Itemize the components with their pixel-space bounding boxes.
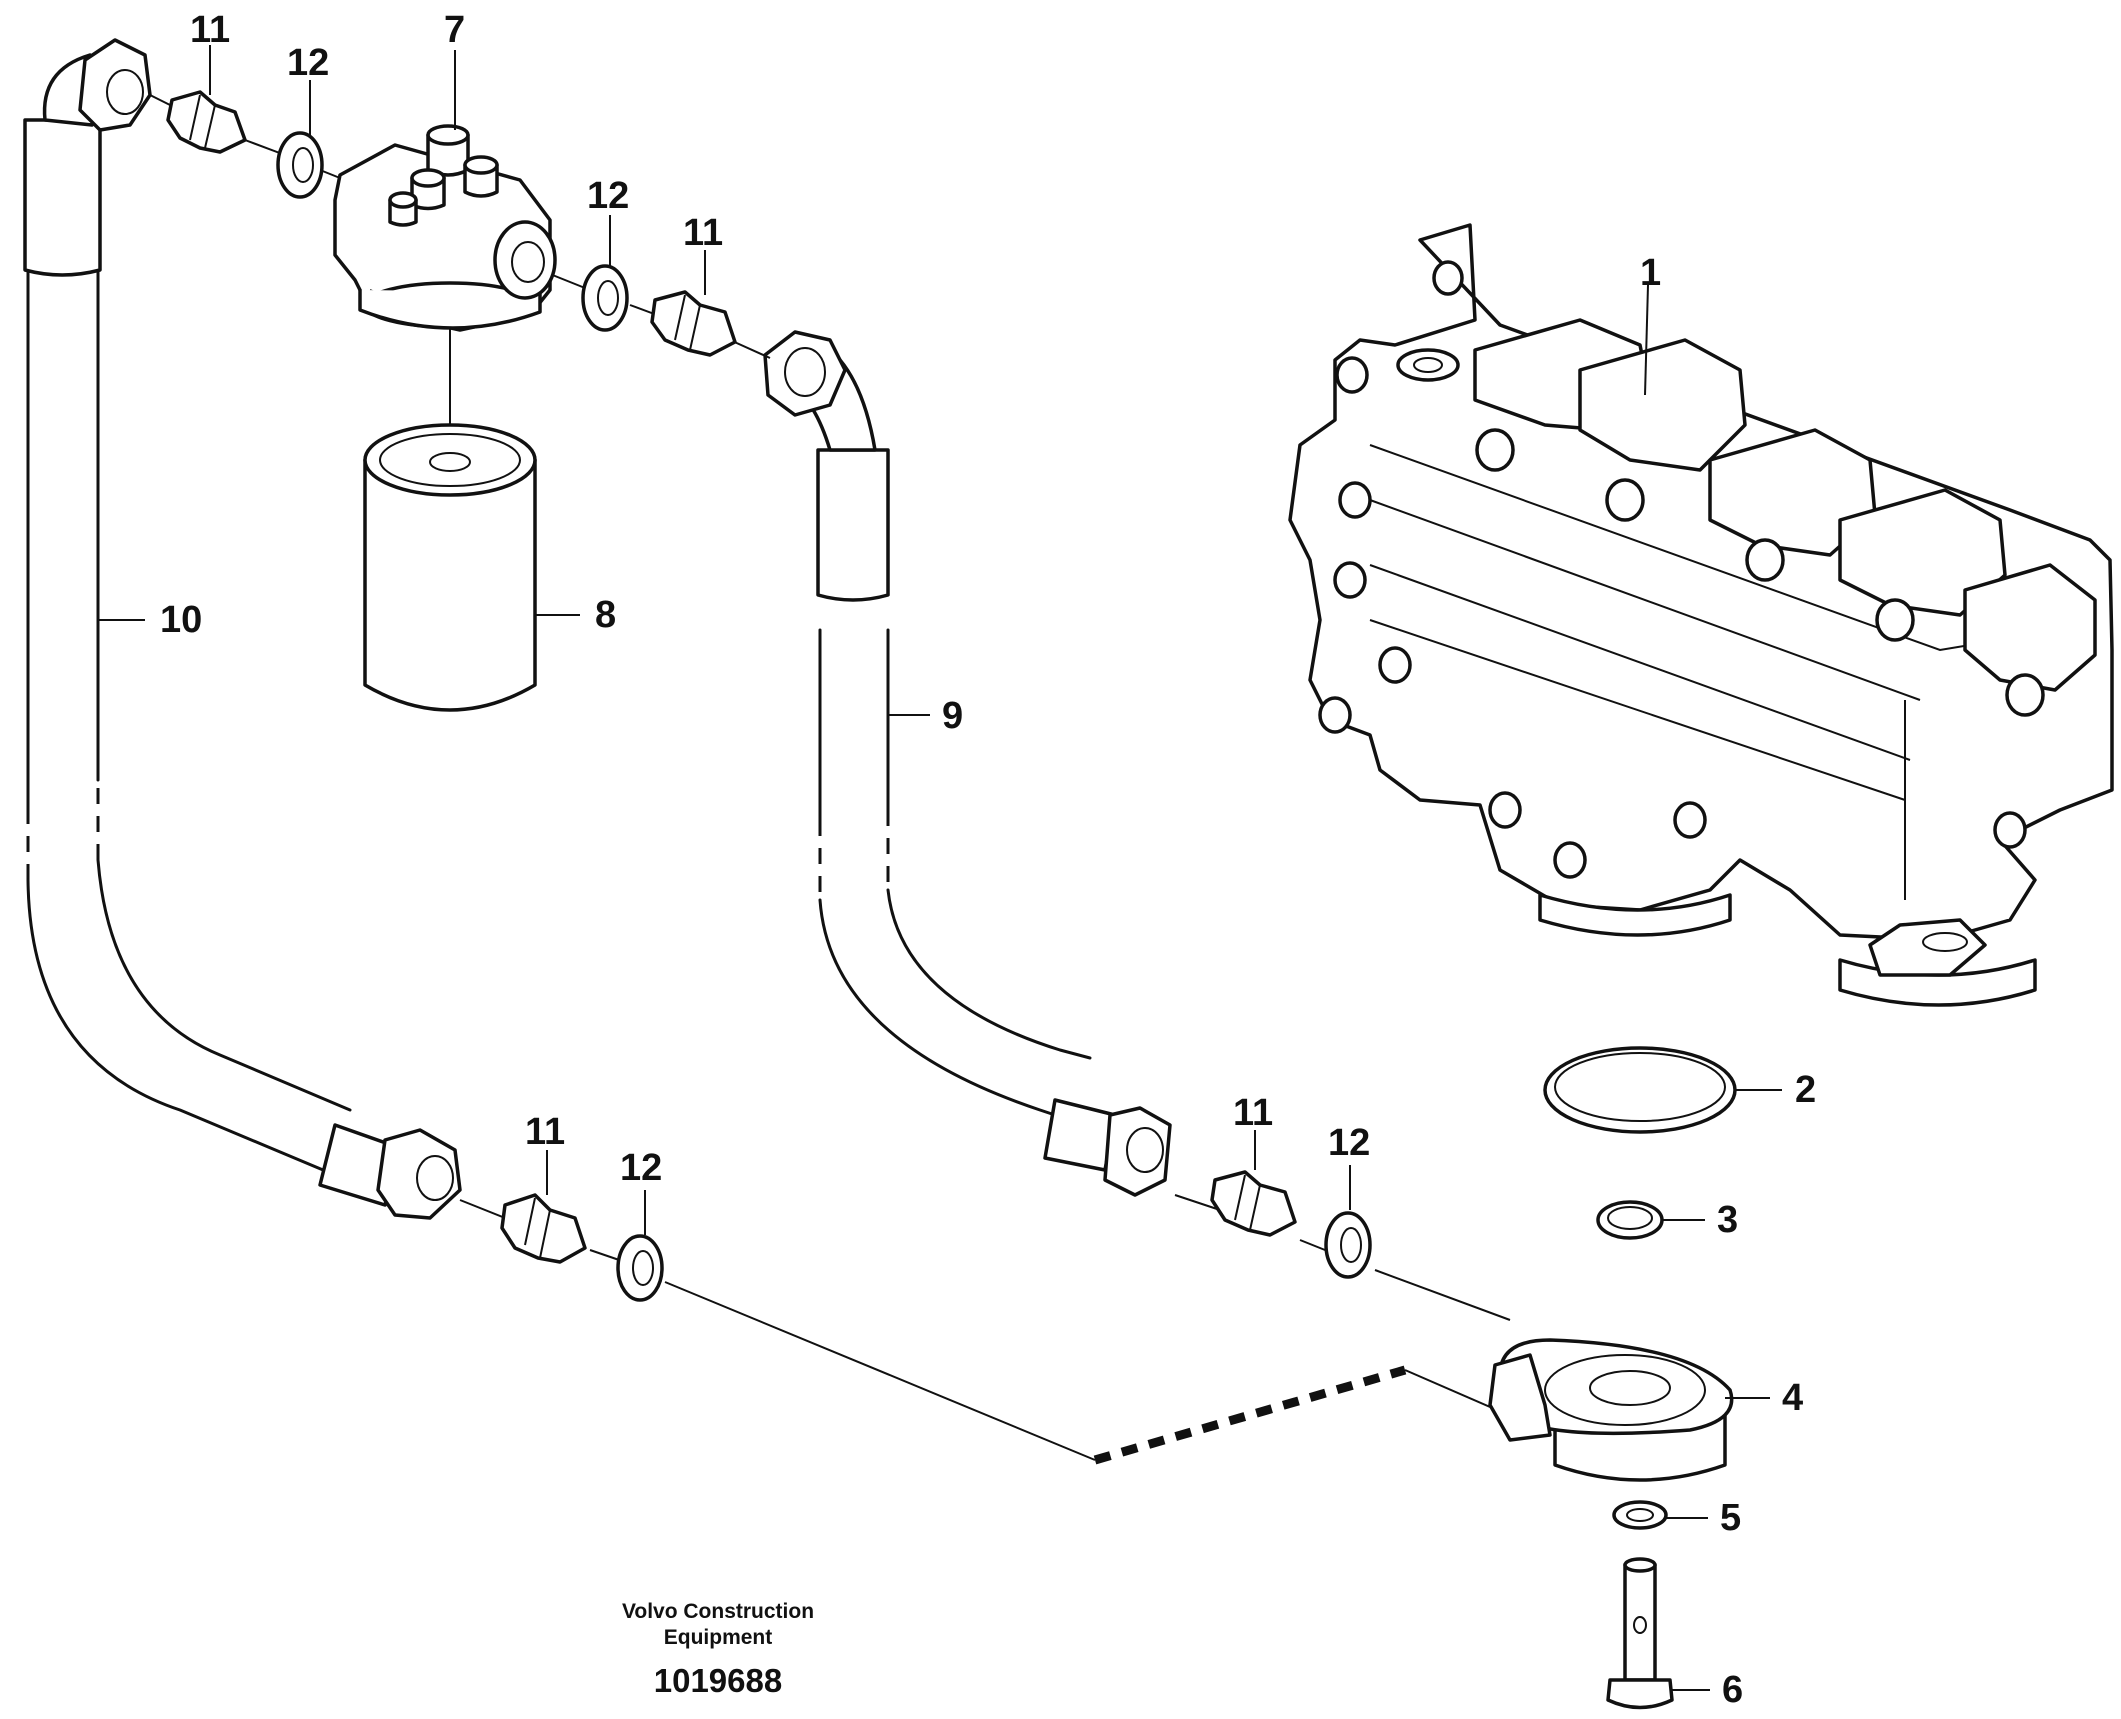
callout-5: 5 [1720,1497,1741,1539]
callout-11-top-left: 11 [190,9,230,51]
adapter-11-bottom-left [500,1193,587,1264]
o-ring-2 [1543,1046,1737,1134]
oil-cooler-1 [1288,223,2114,1007]
filter-cartridge-8 [363,423,537,712]
adapter-11-top-left [166,90,247,154]
washer-12-bottom-right [1324,1211,1372,1279]
washer-12-top-middle [581,264,629,332]
callout-9: 9 [942,695,963,737]
sealing-ring-3 [1596,1200,1664,1240]
callout-3: 3 [1717,1199,1738,1241]
company-name-line2: Equipment [664,1626,773,1649]
washer-5 [1612,1500,1668,1530]
callout-10: 10 [160,599,202,641]
callout-1: 1 [1640,252,1661,294]
callout-11-top-middle: 11 [683,212,723,254]
callout-12-bottom-right: 12 [1328,1122,1370,1164]
adapter-11-top-middle [650,290,737,357]
callout-2: 2 [1795,1069,1816,1111]
callout-6: 6 [1722,1669,1743,1711]
callout-12-top-middle: 12 [587,175,629,217]
washer-12-bottom-left [616,1234,664,1302]
adapter-11-bottom-right [1210,1170,1297,1237]
filter-head-7 [333,124,557,332]
callout-7: 7 [444,9,465,51]
callout-11-bottom-right: 11 [1233,1092,1273,1134]
callout-8: 8 [595,594,616,636]
hose-9 [763,330,1172,1197]
callout-4: 4 [1782,1377,1803,1419]
washer-12-top-left [276,131,324,199]
hose-10 [23,38,462,1220]
assembly-lines [149,94,1521,1465]
leader-lines [98,45,1782,1691]
callout-12-top-left: 12 [287,42,329,84]
document-number: 1019688 [654,1662,782,1699]
callout-12-bottom-left: 12 [620,1147,662,1189]
company-name-line1: Volvo Construction [622,1600,814,1623]
adapter-housing-4 [1488,1338,1734,1482]
callout-11-bottom-left: 11 [525,1111,565,1153]
bolt-6 [1606,1557,1674,1710]
